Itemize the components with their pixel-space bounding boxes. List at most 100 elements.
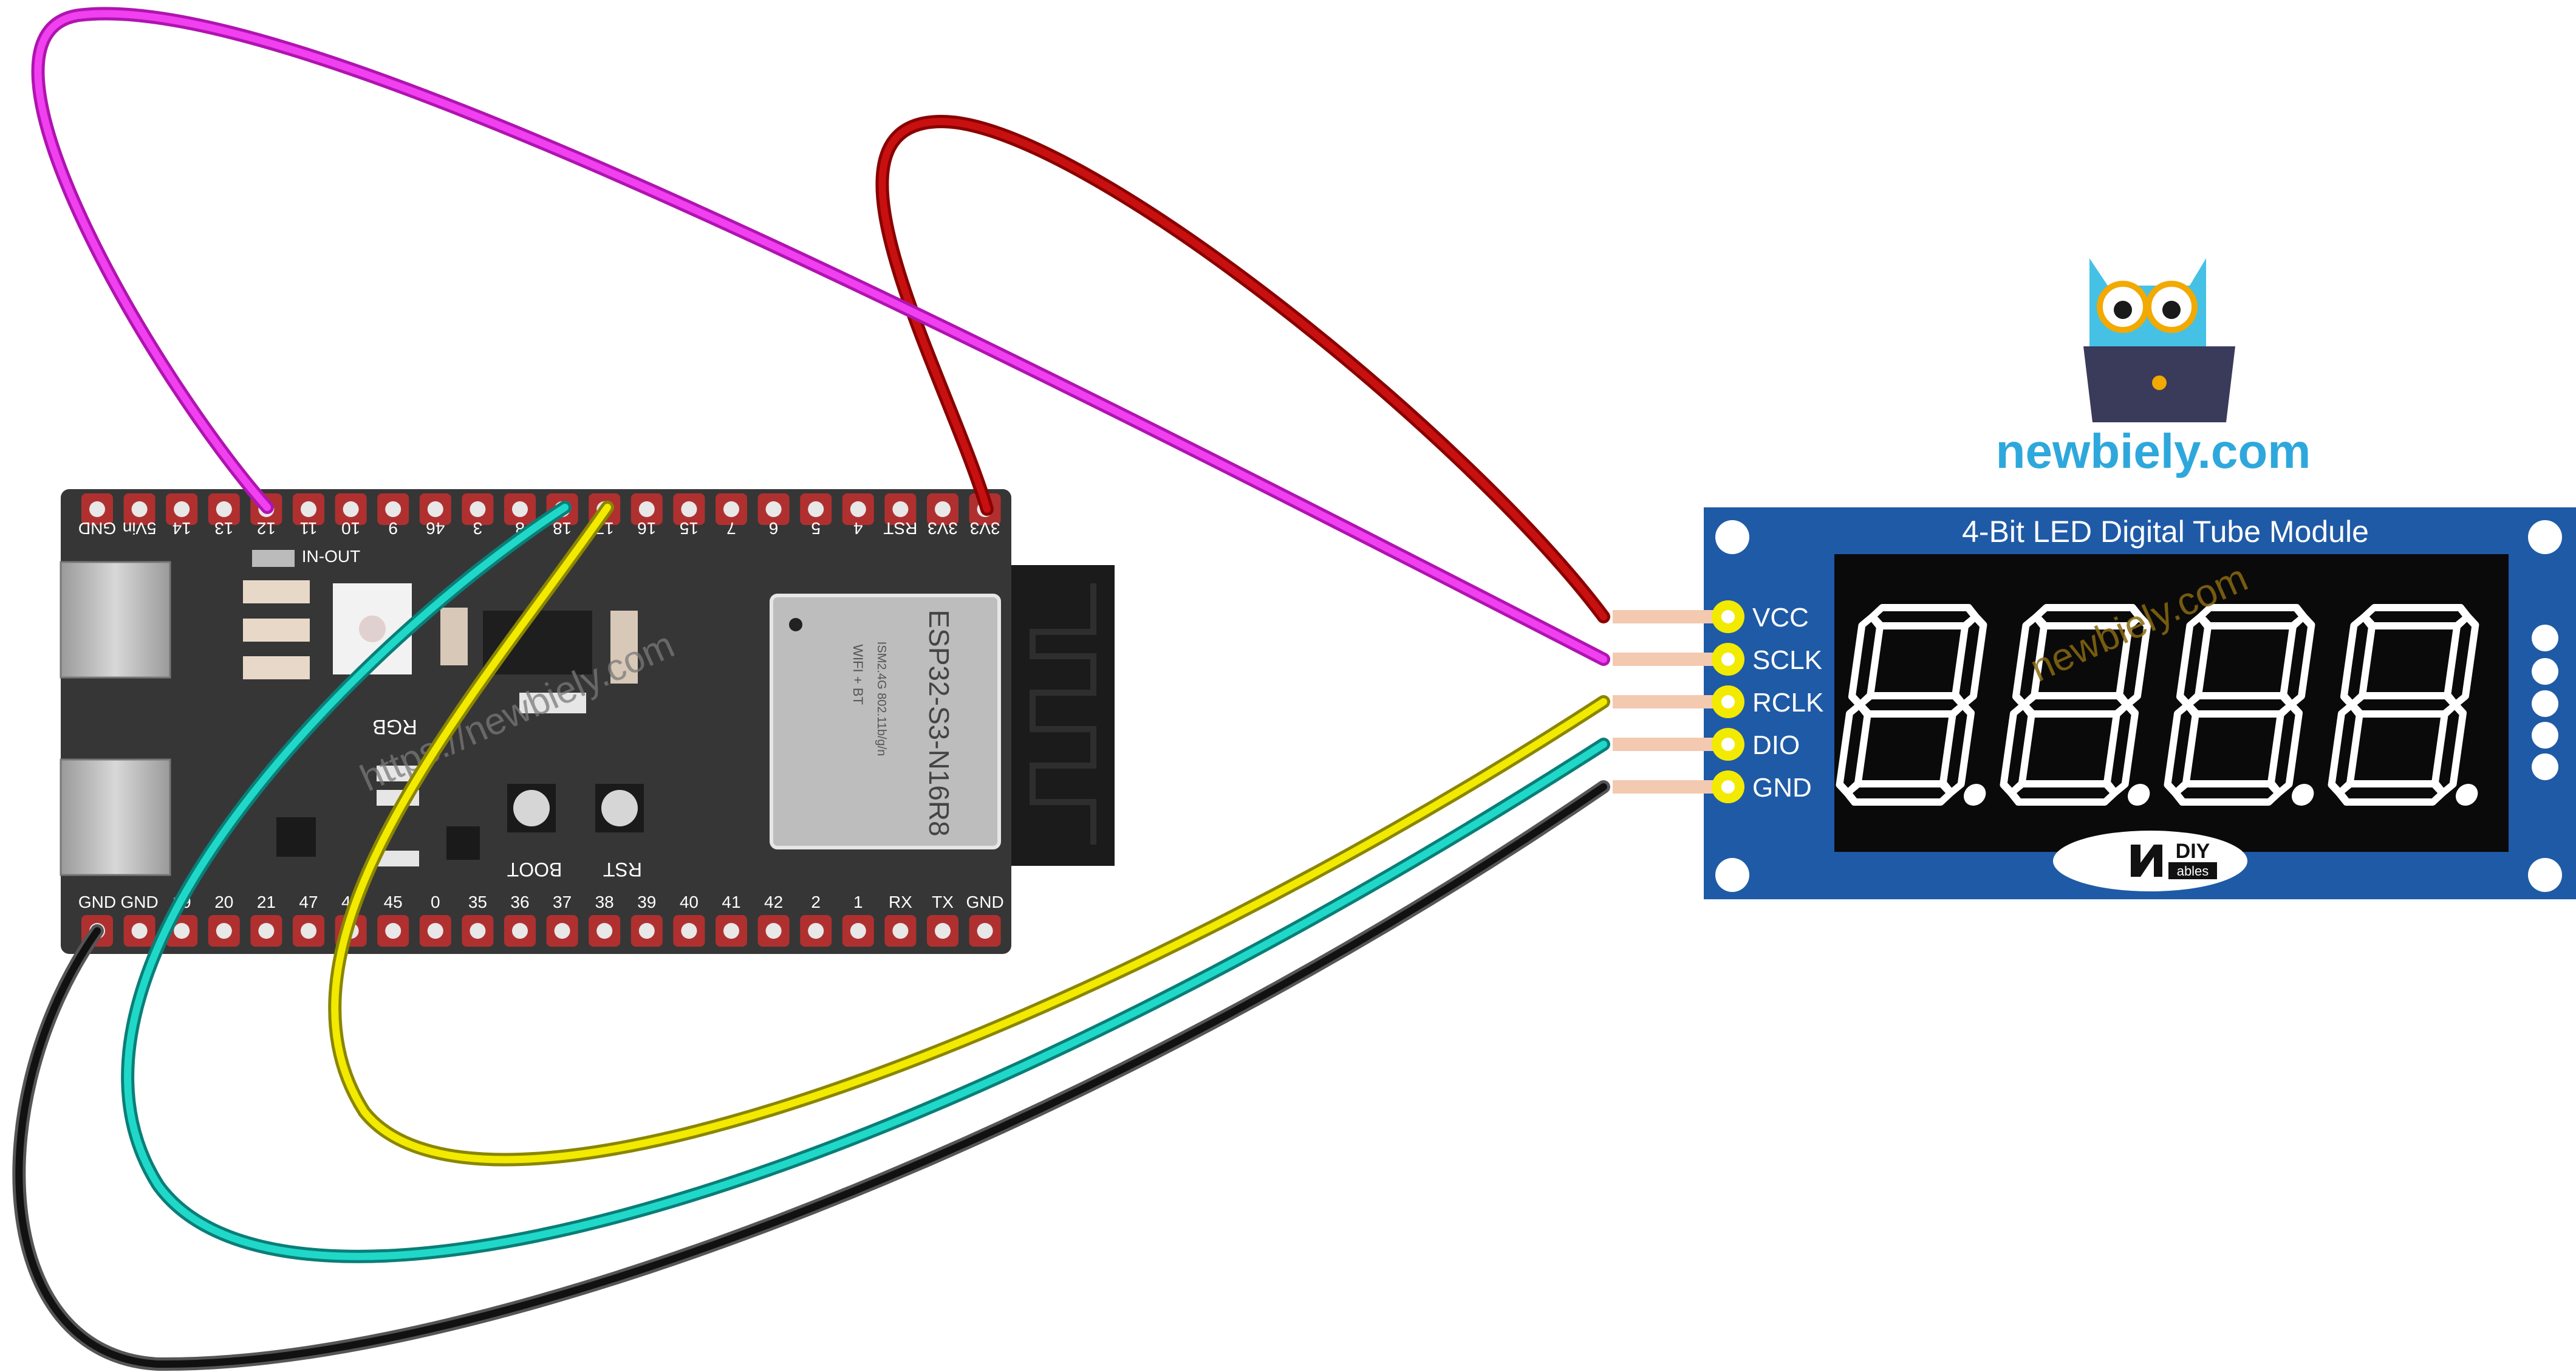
wires (12, 7, 1610, 1371)
capacitor-4 (610, 611, 638, 684)
top-pin-15: 15 (673, 493, 705, 538)
bottom-pin-GND: GND (120, 893, 159, 947)
pin-hole (1721, 653, 1735, 666)
bottom-pin-1: 1 (842, 893, 874, 947)
top-pin-label: 18 (553, 519, 572, 538)
top-pin-10: 10 (335, 493, 367, 538)
pin-hole (174, 923, 190, 939)
bottom-pin-label: 0 (431, 893, 440, 911)
pin-hole (935, 923, 951, 939)
module-pin-label: SCLK (1752, 645, 1822, 675)
capacitor-2 (243, 619, 310, 642)
pin-hole (765, 923, 782, 939)
top-pin-46: 46 (419, 493, 451, 538)
chip-sub2: WIFI + BT (850, 644, 866, 705)
bottom-pin-label: 1 (853, 893, 863, 911)
pin-hole (723, 923, 739, 939)
pin-hole (427, 923, 443, 939)
bottom-pin-41: 41 (716, 893, 747, 947)
bottom-pin-label: 38 (595, 893, 614, 911)
pin-hole (1721, 695, 1735, 708)
pin-hole (681, 923, 697, 939)
bottom-pin-label: TX (932, 893, 954, 911)
top-pin-11: 11 (293, 493, 324, 538)
bottom-pin-20: 20 (208, 893, 240, 947)
pin-lead (1613, 738, 1725, 751)
digit-3 (2164, 604, 2315, 806)
top-pin-label: 16 (637, 519, 656, 538)
pin-hole (216, 923, 232, 939)
bottom-pin-RX: RX (884, 893, 917, 947)
module-title: 4-Bit LED Digital Tube Module (1962, 515, 2369, 549)
rst-button[interactable] (601, 790, 638, 826)
top-pin-4: 4 (842, 493, 874, 538)
newbiely-logo: newbiely.com (1996, 258, 2311, 478)
pin-hole (343, 501, 359, 517)
led-tube-module: 4-Bit LED Digital Tube Module newbiely.c… (1613, 507, 2576, 899)
bottom-pin-label: 42 (764, 893, 783, 911)
rgb-led-lens (359, 616, 386, 642)
pin-hole (977, 923, 993, 939)
pin-hole (301, 923, 316, 939)
top-pin-16: 16 (630, 493, 663, 538)
top-pin-label: 12 (257, 519, 276, 538)
mount-hole-br (2528, 858, 2562, 892)
bottom-pin-label: 41 (722, 893, 740, 911)
pin-hole (723, 501, 739, 517)
top-pin-label: 3V3 (970, 519, 1000, 538)
bottom-pin-label: 21 (257, 893, 276, 911)
segment (2171, 780, 2283, 806)
pin-hole (427, 501, 443, 517)
top-pin-14: 14 (166, 493, 198, 538)
esp32-s3-board: ESP32-S3-N16R8 ISM2.4G 802.11b/g/n WIFI … (60, 489, 1115, 954)
module-pin-gnd: GND (1613, 770, 1812, 803)
top-pin-13: 13 (208, 493, 240, 538)
bottom-pin-label: GND (966, 893, 1003, 911)
top-pin-label: 13 (214, 519, 233, 538)
bottom-pin-47: 47 (293, 893, 324, 947)
pin-hole (808, 501, 824, 517)
bottom-pin-label: GND (78, 893, 116, 911)
antenna-trace (1030, 583, 1096, 845)
segment (1843, 780, 1955, 806)
bottom-pin-label: 39 (637, 893, 656, 911)
pin-hole (850, 501, 866, 517)
capacitor-3 (243, 656, 310, 679)
bottom-pin-40: 40 (673, 893, 705, 947)
pin-hole (131, 923, 148, 939)
pin-hole (89, 501, 105, 517)
top-pin-label: 3V3 (928, 519, 958, 538)
decimal-point (2455, 784, 2478, 806)
mount-hole-tr (2528, 520, 2562, 554)
decimal-point (2127, 784, 2150, 806)
chip-dot (789, 618, 802, 631)
mount-hole-tl (1715, 520, 1749, 554)
rst-label: RST (603, 859, 642, 880)
bottom-pin-label: GND (120, 893, 158, 911)
usb-port-2 (60, 758, 171, 876)
pin-hole (935, 501, 951, 517)
bottom-pin-21: 21 (250, 893, 282, 947)
site-name: newbiely.com (1996, 424, 2311, 478)
top-pin-label: 15 (680, 519, 699, 538)
segment (2007, 780, 2119, 806)
logo-sub-bg (2168, 862, 2217, 879)
digit-1 (1836, 604, 1987, 806)
bottom-pin-label: RX (889, 893, 912, 911)
pin-hole (512, 501, 528, 517)
top-pin-6: 6 (757, 493, 790, 538)
top-pin-7: 7 (716, 493, 747, 538)
top-pin-9: 9 (377, 493, 409, 538)
chip-name: ESP32-S3-N16R8 (923, 609, 955, 836)
pin-lead (1613, 780, 1725, 794)
module-pin-dio: DIO (1613, 728, 1800, 761)
diyables-logo: DIY ables (2053, 831, 2247, 891)
top-pin-label: 5 (811, 519, 821, 538)
mount-hole-bl (1715, 858, 1749, 892)
digit-4 (2328, 604, 2479, 806)
boot-button[interactable] (513, 790, 550, 826)
top-pin-label: 5Vin (123, 519, 157, 538)
bottom-pin-39: 39 (630, 893, 663, 947)
